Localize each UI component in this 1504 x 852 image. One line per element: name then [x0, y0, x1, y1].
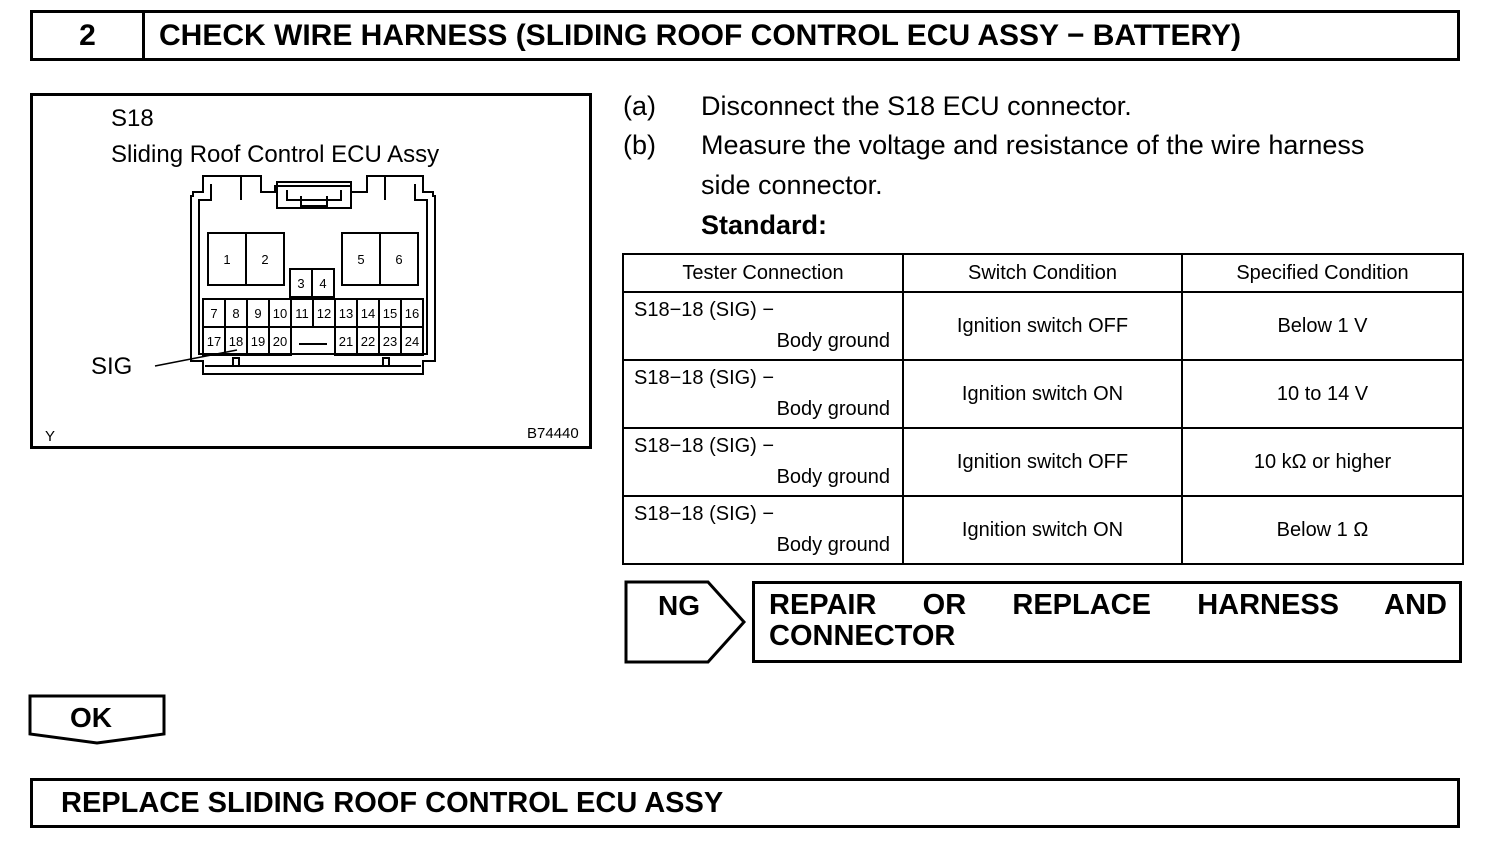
spec-table: Tester Connection Switch Condition Speci…: [622, 253, 1464, 565]
pin-label: 12: [317, 306, 331, 321]
table-header-row: Tester Connection Switch Condition Speci…: [622, 253, 1464, 293]
pin-label: 18: [229, 334, 243, 349]
standard-label: Standard:: [701, 210, 828, 240]
pin-label: 2: [261, 252, 268, 267]
column-header: Specified Condition: [1181, 253, 1464, 293]
tester-connection-cell: S18−18 (SIG) − Body ground: [622, 291, 904, 361]
ng-arrow-icon: [624, 580, 747, 664]
pin-label: 16: [405, 306, 419, 321]
tester-ground: Body ground: [776, 330, 890, 352]
ng-action-text: REPAIR OR REPLACE HARNESS AND CONNECTOR: [769, 589, 1447, 652]
tester-ground: Body ground: [776, 466, 890, 488]
tester-connection-cell: S18−18 (SIG) − Body ground: [622, 359, 904, 429]
ok-label: OK: [70, 702, 112, 733]
tester-connection: S18−18 (SIG) −: [634, 503, 775, 525]
color-code: Y: [45, 428, 55, 445]
pin-label: 15: [383, 306, 397, 321]
pin-label: 1: [223, 252, 230, 267]
pin-label: 21: [339, 334, 353, 349]
tester-ground: Body ground: [776, 534, 890, 556]
pin-label: 24: [405, 334, 419, 349]
pin-label: 11: [295, 306, 309, 321]
step-header: 2 CHECK WIRE HARNESS (SLIDING ROOF CONTR…: [30, 10, 1460, 61]
column-header: Switch Condition: [902, 253, 1183, 293]
instruction-text-b: Measure the voltage and resistance of th…: [701, 130, 1365, 160]
final-action-text: REPLACE SLIDING ROOF CONTROL ECU ASSY: [61, 787, 724, 819]
switch-condition: Ignition switch ON: [902, 495, 1183, 565]
pin-label: 8: [232, 306, 239, 321]
tester-ground: Body ground: [776, 398, 890, 420]
pointer-line: [154, 349, 238, 367]
connector-drawing: 1 2 3 4 5 6 7 8 9 10 11 12 13 14 15 16 1…: [45, 105, 579, 445]
pin-label: 10: [273, 306, 287, 321]
pin-label: 20: [273, 334, 287, 349]
step-title: CHECK WIRE HARNESS (SLIDING ROOF CONTROL…: [159, 19, 1242, 52]
connector-id: S18: [111, 105, 154, 132]
table-row: S18−18 (SIG) − Body ground Ignition swit…: [622, 427, 1464, 497]
tester-connection: S18−18 (SIG) −: [634, 435, 775, 457]
tester-connection: S18−18 (SIG) −: [634, 299, 775, 321]
instruction-text-a: Disconnect the S18 ECU connector.: [701, 91, 1132, 121]
figure-code: B74440: [527, 425, 579, 442]
sig-label: SIG: [91, 353, 132, 380]
pin-label: 7: [210, 306, 217, 321]
tester-connection: S18−18 (SIG) −: [634, 367, 775, 389]
switch-condition: Ignition switch OFF: [902, 427, 1183, 497]
pin-label: 14: [361, 306, 375, 321]
specified-condition: 10 kΩ or higher: [1181, 427, 1464, 497]
final-action-box: REPLACE SLIDING ROOF CONTROL ECU ASSY: [30, 778, 1460, 828]
pin-label: 19: [251, 334, 265, 349]
instruction-letter-b: (b): [623, 130, 656, 160]
specified-condition: Below 1 Ω: [1181, 495, 1464, 565]
pin-label: 5: [357, 252, 364, 267]
ng-label: NG: [658, 590, 700, 621]
ng-action-box: REPAIR OR REPLACE HARNESS AND CONNECTOR: [752, 581, 1462, 663]
ok-arrow-icon: [28, 694, 166, 745]
column-header: Tester Connection: [622, 253, 904, 293]
instruction-letter-a: (a): [623, 91, 656, 121]
pin-label: 6: [395, 252, 402, 267]
connector-diagram: 1 2 3 4 5 6 7 8 9 10 11 12 13 14 15 16 1…: [30, 93, 592, 449]
pin-label: 23: [383, 334, 397, 349]
specified-condition: 10 to 14 V: [1181, 359, 1464, 429]
pin-label: 13: [339, 306, 353, 321]
tester-connection-cell: S18−18 (SIG) − Body ground: [622, 495, 904, 565]
table-row: S18−18 (SIG) − Body ground Ignition swit…: [622, 495, 1464, 565]
table-row: S18−18 (SIG) − Body ground Ignition swit…: [622, 291, 1464, 361]
pin-label: 3: [297, 276, 304, 291]
table-row: S18−18 (SIG) − Body ground Ignition swit…: [622, 359, 1464, 429]
pin-label: 22: [361, 334, 375, 349]
step-number: 2: [33, 13, 145, 58]
specified-condition: Below 1 V: [1181, 291, 1464, 361]
pin-label: 17: [207, 334, 221, 349]
pin-label: 9: [254, 306, 261, 321]
switch-condition: Ignition switch ON: [902, 359, 1183, 429]
switch-condition: Ignition switch OFF: [902, 291, 1183, 361]
pin-label: 4: [319, 276, 326, 291]
tester-connection-cell: S18−18 (SIG) − Body ground: [622, 427, 904, 497]
connector-name: Sliding Roof Control ECU Assy: [111, 141, 439, 168]
instruction-text-b-cont: side connector.: [701, 170, 883, 200]
